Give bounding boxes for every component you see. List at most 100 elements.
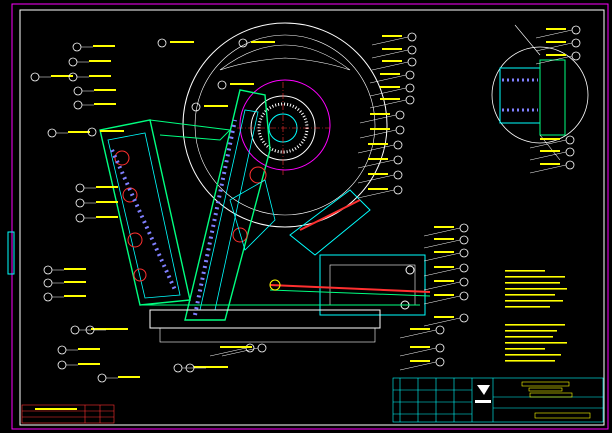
part-label-mark xyxy=(118,376,140,378)
leader-line xyxy=(359,129,397,139)
note-line xyxy=(505,288,567,290)
part-label-mark xyxy=(540,150,560,152)
note-line xyxy=(505,276,565,278)
part-label-mark xyxy=(546,41,566,43)
part-label-mark xyxy=(434,266,454,268)
leader-line xyxy=(357,159,395,169)
note-line xyxy=(505,342,567,344)
part-label-mark xyxy=(434,251,454,253)
revision-block xyxy=(21,404,115,424)
note-line xyxy=(505,354,561,356)
leader-line xyxy=(221,347,259,357)
part-label-mark xyxy=(106,328,128,330)
toggle-assembly xyxy=(269,189,431,316)
part-label-mark xyxy=(89,60,111,62)
leader-line xyxy=(535,42,573,52)
part-label-mark xyxy=(410,360,430,362)
part-label-mark xyxy=(410,328,430,330)
leader-line xyxy=(369,87,407,97)
part-label-mark xyxy=(368,188,388,190)
inner-border xyxy=(19,9,605,426)
company-logo xyxy=(477,385,490,395)
leader-line xyxy=(399,361,437,371)
part-label-mark xyxy=(546,28,566,30)
note-line xyxy=(505,270,545,272)
part-label-mark xyxy=(434,238,454,240)
leader-line xyxy=(369,99,407,109)
part-label-mark xyxy=(540,163,560,165)
leader-line xyxy=(357,174,395,184)
side-marker xyxy=(7,231,15,275)
part-label-mark xyxy=(540,138,560,140)
part-label-mark xyxy=(64,295,86,297)
part-label-mark xyxy=(382,35,402,37)
part-label-mark xyxy=(68,131,90,133)
part-label-mark xyxy=(434,226,454,228)
leader-line xyxy=(369,74,407,84)
leader-line xyxy=(529,164,567,174)
part-label-mark xyxy=(370,113,390,115)
part-label-mark xyxy=(434,280,454,282)
part-label-mark xyxy=(434,316,454,318)
base-frame xyxy=(140,304,420,343)
leader-line xyxy=(423,227,461,237)
note-line xyxy=(505,294,555,296)
leader-line xyxy=(399,329,437,339)
note-line xyxy=(505,282,560,284)
part-label-mark xyxy=(64,281,86,283)
title-block xyxy=(392,377,604,423)
leader-line xyxy=(535,55,573,65)
leader-line xyxy=(423,295,461,305)
part-label-mark xyxy=(410,346,430,348)
leader-line xyxy=(371,36,409,46)
part-label-mark xyxy=(370,128,390,130)
part-label-mark xyxy=(100,130,124,132)
part-label-mark xyxy=(64,268,86,270)
note-line xyxy=(505,336,553,338)
part-label-mark xyxy=(251,41,275,43)
part-label-mark xyxy=(380,73,400,75)
part-label-mark xyxy=(194,366,216,368)
note-line xyxy=(505,306,550,308)
leader-line xyxy=(423,252,461,262)
part-label-mark xyxy=(96,186,118,188)
leader-line xyxy=(357,144,395,154)
part-label-mark xyxy=(170,41,194,43)
leader-line xyxy=(529,139,567,149)
part-balloon xyxy=(191,102,201,112)
note-line xyxy=(505,324,565,326)
part-label-mark xyxy=(382,60,402,62)
part-label-mark xyxy=(368,143,388,145)
leader-line xyxy=(423,267,461,277)
leader-line xyxy=(371,49,409,59)
note-line xyxy=(505,300,563,302)
part-label-mark xyxy=(380,86,400,88)
leader-line xyxy=(399,347,437,357)
part-label-mark xyxy=(96,201,118,203)
leader-line xyxy=(423,239,461,249)
leader-line xyxy=(423,317,461,327)
part-label-mark xyxy=(204,105,228,107)
note-line xyxy=(505,348,545,350)
part-label-mark xyxy=(546,54,566,56)
part-label-mark xyxy=(91,328,113,330)
part-label-mark xyxy=(368,158,388,160)
part-label-mark xyxy=(93,45,115,47)
leader-line xyxy=(359,114,397,124)
part-label-mark xyxy=(232,346,252,348)
part-label-mark xyxy=(230,83,254,85)
part-label-mark xyxy=(220,346,240,348)
leader-line xyxy=(209,347,247,357)
part-label-mark xyxy=(368,173,388,175)
part-label-mark xyxy=(78,348,100,350)
part-label-mark xyxy=(94,103,116,105)
leader-line xyxy=(535,29,573,39)
part-label-mark xyxy=(89,75,111,77)
part-balloons xyxy=(30,25,581,383)
part-balloon xyxy=(217,80,227,90)
part-label-mark xyxy=(94,89,116,91)
part-label-mark xyxy=(96,216,118,218)
leader-line xyxy=(371,61,409,71)
technical-notes xyxy=(505,270,567,362)
